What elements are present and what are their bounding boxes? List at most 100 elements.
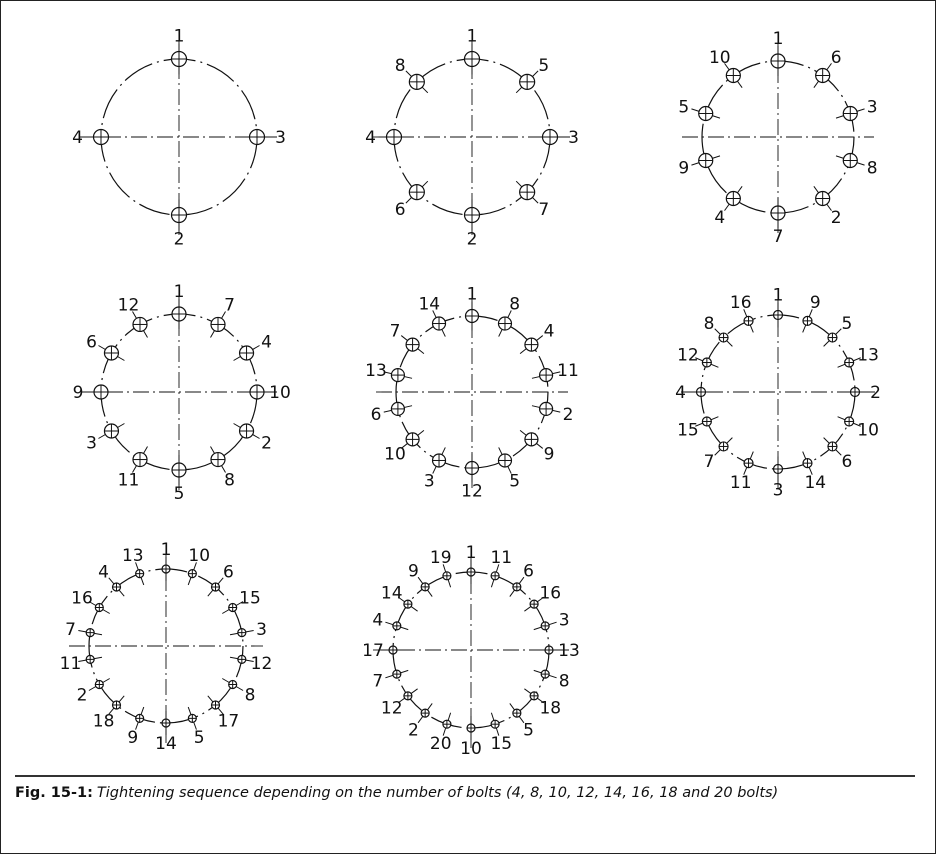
bolt-sequence-label: 3 [86,434,97,454]
bolt-sequence-label: 8 [245,686,256,706]
bolt-pattern-10: 1 6 3 8 2 7 4 9 5 10 [678,29,877,247]
bolt-sequence-label: 1 [161,540,172,560]
bolt-sequence-label: 19 [430,548,452,568]
bolt-circle [395,315,549,469]
bolt-sequence-label: 4 [675,383,686,403]
bolt-sequence-label: 16 [71,589,93,609]
bolt-sequence-label: 8 [704,314,715,334]
bolt-sequence-label: 8 [559,671,570,691]
bolt-sequence-label: 18 [93,711,115,731]
bolt-sequence-label: 7 [773,227,784,247]
bolt-sequence-label: 8 [509,294,520,314]
bolt-sequence-label: 2 [174,230,185,250]
bolt-sequence-label: 13 [365,361,387,381]
bolt-sequence-label: 5 [509,472,520,492]
bolt-sequence-label: 5 [194,728,205,748]
bolt-sequence-label: 5 [174,484,185,504]
bolt-sequence-label: 4 [544,322,555,342]
bolt-sequence-label: 7 [224,296,235,316]
bolt-sequence-label: 8 [867,159,878,179]
bolt-sequence-label: 14 [804,473,826,493]
bolt-sequence-label: 15 [677,420,699,440]
bolt-sequence-label: 6 [371,405,382,425]
bolt-sequence-label: 11 [60,654,82,674]
bolt-sequence-label: 9 [810,293,821,313]
bolt-sequence-label: 9 [678,159,689,179]
bolt-sequence-label: 2 [467,230,478,250]
bolt-sequence-label: 5 [523,720,534,740]
bolt-sequence-label: 10 [709,48,731,68]
bolt-sequence-label: 7 [390,322,401,342]
bolt-sequence-label: 2 [831,208,842,228]
bolt-sequence-label: 3 [867,97,878,117]
bolt-sequence-label: 16 [730,293,752,313]
bolt-sequence-label: 11 [118,471,140,491]
bolt-sequence-label: 10 [269,383,291,403]
bolt-sequence-label: 1 [773,286,784,306]
bolt-sequence-label: 2 [870,383,881,403]
bolt-circle [701,60,855,214]
bolt-sequence-label: 8 [395,56,406,76]
bolt-sequence-label: 11 [557,361,579,381]
bolt-sequence-label: 3 [773,481,784,501]
bolt-sequence-label: 9 [127,728,138,748]
bolt-sequence-label: 9 [73,383,84,403]
bolt-sequence-label: 17 [218,711,240,731]
caption-text: Tightening sequence depending on the num… [96,785,779,801]
bolt-sequence-label: 12 [677,346,699,366]
bolt-sequence-label: 5 [538,56,549,76]
bolt-sequence-label: 9 [544,444,555,464]
bolt-pattern-4: 1 3 2 4 [72,27,286,250]
bolt-sequence-label: 1 [174,282,185,302]
bolt-sequence-label: 14 [155,734,177,754]
bolt-sequence-label: 12 [118,296,140,316]
bolt-sequence-label: 1 [467,285,478,305]
bolt-sequence-label: 1 [773,29,784,49]
bolt-sequence-label: 6 [395,200,406,220]
bolt-sequence-label: 4 [98,563,109,583]
bolt-sequence-label: 3 [275,128,286,148]
bolt-sequence-label: 10 [460,739,482,759]
bolt-sequence-label: 3 [424,472,435,492]
bolt-sequence-label: 15 [239,589,261,609]
bolt-sequence-label: 4 [714,208,725,228]
bolt-sequence-label: 13 [558,641,580,661]
bolt-sequence-label: 4 [261,333,272,353]
bolt-sequence-label: 17 [362,641,384,661]
bolt-sequence-label: 15 [490,734,512,754]
bolt-sequence-label: 12 [461,482,483,502]
figure-caption: Fig. 15-1: Tightening sequence depending… [15,775,915,803]
bolt-sequence-label: 6 [223,563,234,583]
bolt-sequence-label: 2 [261,434,272,454]
bolt-sequence-label: 1 [467,27,478,47]
bolt-sequence-label: 20 [430,734,452,754]
bolt-sequence-label: 7 [372,671,383,691]
bolt-sequence-label: 7 [704,452,715,472]
caption-label: Fig. 15-1: [15,785,93,801]
bolt-sequence-label: 9 [408,562,419,582]
bolt-sequence-label: 4 [72,128,83,148]
bolt-sequence-label: 10 [857,420,879,440]
bolt-sequence-label: 11 [730,473,752,493]
bolt-sequence-label: 12 [251,654,273,674]
bolt-sequence-label: 7 [65,620,76,640]
bolt-sequence-label: 10 [188,546,210,566]
bolt-sequence-label: 1 [466,543,477,563]
bolt-sequence-label: 4 [372,611,383,631]
bolt-sequence-label: 3 [568,128,579,148]
bolt-sequence-label: 8 [224,471,235,491]
bolt-sequence-label: 6 [831,48,842,68]
bolt-sequence-label: 5 [841,314,852,334]
bolt-sequence-label: 3 [256,620,267,640]
bolt-sequence-label: 2 [563,405,574,425]
bolt-sequence-label: 16 [539,583,561,603]
bolt-sequence-label: 5 [678,97,689,117]
bolt-sequence-label: 1 [174,27,185,47]
bolt-sequence-label: 7 [538,200,549,220]
